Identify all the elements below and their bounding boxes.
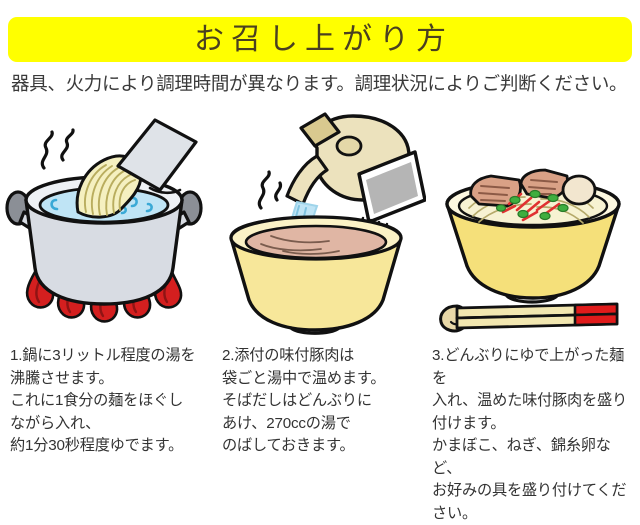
chopsticks xyxy=(457,304,617,328)
kamaboko xyxy=(563,176,595,204)
step-2-text: 2.添付の味付豚肉は 袋ごと湯中で温めます。 そばだしはどんぶりに あけ、270… xyxy=(222,345,422,458)
step-2-line-5: のばしておきます。 xyxy=(222,435,422,458)
step-1-line-2: 沸騰させます。 xyxy=(10,368,215,391)
step-1-line-5: 約1分30秒程度ゆでます。 xyxy=(10,435,215,458)
subtitle-note: 器具、火力により調理時間が異なります。調理状況によりご判断ください。 xyxy=(11,70,636,96)
step-3-line-6: さい。 xyxy=(432,503,637,525)
step-1-line-3: これに1食分の麺をほぐし xyxy=(10,390,215,413)
step-2-line-1: 2.添付の味付豚肉は xyxy=(222,345,422,368)
illustration-kettle-pouring xyxy=(213,108,426,343)
step-2-line-2: 袋ごと湯中で温めます。 xyxy=(222,368,422,391)
illustration-row xyxy=(0,108,640,343)
step-3-line-3: 付けます。 xyxy=(432,413,637,436)
step-1-text: 1.鍋に3リットル程度の湯を 沸騰させます。 これに1食分の麺をほぐし ながら入… xyxy=(10,345,215,458)
step-3-line-2: 入れ、温めた味付豚肉を盛り xyxy=(432,390,637,413)
step-3-line-1: 3.どんぶりにゆで上がった麺を xyxy=(432,345,637,390)
page-title: お召し上がり方 xyxy=(187,25,453,55)
step-3-line-4: かまぼこ、ねぎ、錦糸卵など、 xyxy=(432,435,637,480)
instruction-steps: 1.鍋に3リットル程度の湯を 沸騰させます。 これに1食分の麺をほぐし ながら入… xyxy=(0,345,640,508)
step-1-line-4: ながら入れ、 xyxy=(10,413,215,436)
illustration-pot-boiling-noodles xyxy=(0,108,213,343)
step-2-line-4: あけ、270ccの湯で xyxy=(222,413,422,436)
step-2-line-3: そばだしはどんぶりに xyxy=(222,390,422,413)
step-3-line-5: お好みの具を盛り付けてくだ xyxy=(432,480,637,503)
title-banner: お召し上がり方 xyxy=(8,17,632,62)
step-3-text: 3.どんぶりにゆで上がった麺を 入れ、温めた味付豚肉を盛り 付けます。 かまぼこ… xyxy=(432,345,637,525)
illustration-finished-bowl xyxy=(427,108,640,343)
step-1-line-1: 1.鍋に3リットル程度の湯を xyxy=(10,345,215,368)
